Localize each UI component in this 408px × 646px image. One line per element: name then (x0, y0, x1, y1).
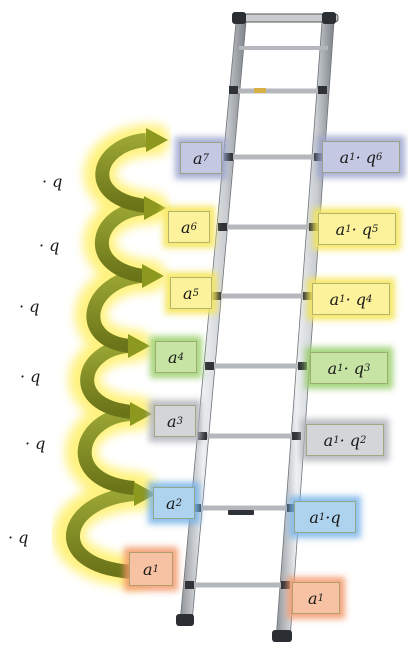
multiplier-label: · q (25, 434, 46, 453)
arrow-4-to-5 (86, 269, 143, 353)
arrow-1-to-2 (66, 487, 135, 579)
ladder-right-foot (272, 630, 292, 642)
ladder (176, 12, 339, 642)
arrowhead-icon (134, 482, 156, 506)
curved-multiplication-arrows (66, 133, 148, 579)
ladder-left-rail (179, 21, 247, 623)
arrow-2-to-3 (77, 407, 135, 495)
ladder-right-rail (275, 21, 335, 641)
multiplier-label: · q (39, 236, 60, 255)
arrow-6-to-7 (95, 133, 148, 213)
arrowhead-icon (146, 128, 168, 152)
multiplier-label: · q (42, 172, 63, 191)
multiplier-label: · q (19, 297, 40, 316)
arrowhead-icon (144, 196, 166, 220)
arrowhead-icon (142, 264, 164, 288)
ladder-left-foot (176, 614, 194, 626)
arrow-heads (128, 128, 168, 506)
arrow-3-to-4 (80, 339, 133, 419)
multiplier-label: · q (8, 528, 29, 547)
ladder-rungs (187, 46, 328, 588)
multiplier-label: · q (20, 367, 41, 386)
arrowhead-icon (130, 402, 152, 426)
arrowhead-icon (128, 334, 150, 358)
arrow-5-to-6 (95, 201, 146, 283)
